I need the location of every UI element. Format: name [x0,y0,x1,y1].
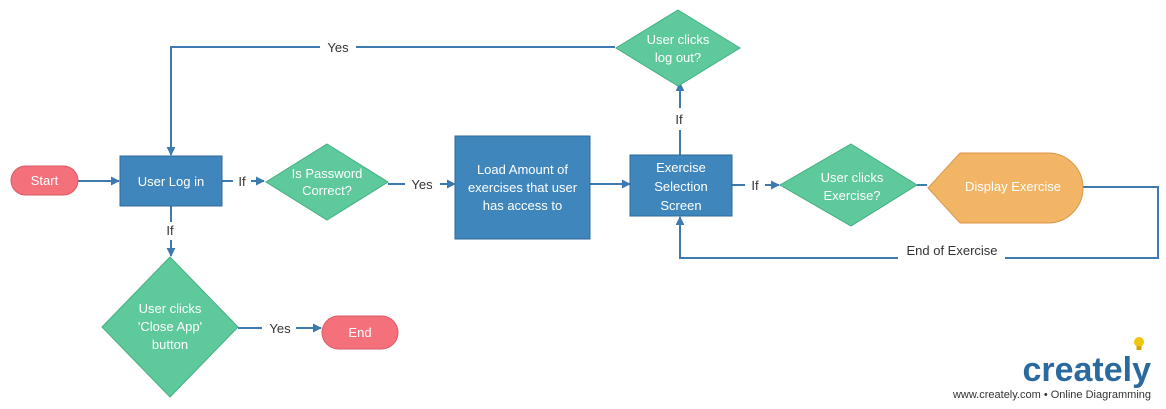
node-user-clicks-exercise[interactable]: User clicks Exercise? [779,143,918,227]
node-is-password-correct-line-1: Is Password [292,166,363,181]
node-user-clicks-exercise-line-2: Exercise? [823,188,880,203]
node-user-log-in[interactable]: User Log in [119,155,223,207]
node-start[interactable]: Start [10,165,79,196]
edge-label-if-login: If [238,174,246,189]
node-user-clicks-log-out-line-2: log out? [655,50,701,65]
node-exercise-selection-line-2: Selection [654,179,707,194]
node-exercise-selection-screen[interactable]: Exercise Selection Screen [629,154,733,217]
edge-label-yes-top: Yes [327,40,349,55]
node-exercise-selection-line-3: Screen [660,198,701,213]
node-close-app-line-2: 'Close App' [138,319,202,334]
lightbulb-icon [1134,337,1144,350]
node-end-label: End [348,325,371,340]
node-user-clicks-log-out[interactable]: User clicks log out? [615,9,741,87]
node-display-exercise[interactable]: Display Exercise [927,152,1084,224]
edge-display-to-selection [680,186,1159,259]
edge-label-end-of-exercise: End of Exercise [906,243,997,258]
node-load-amount-line-1: Load Amount of [477,162,568,177]
edge-label-if-login-down: If [166,223,174,238]
node-start-label: Start [31,173,59,188]
edge-label-if-selection-up: If [675,112,683,127]
node-load-amount-line-3: has access to [483,198,563,213]
node-exercise-selection-line-1: Exercise [656,160,706,175]
node-user-clicks-exercise-line-1: User clicks [821,170,884,185]
logo-text: creately [1022,351,1151,389]
edge-label-yes-password: Yes [411,177,433,192]
node-close-app-line-1: User clicks [139,301,202,316]
node-user-log-in-label: User Log in [138,174,204,189]
node-load-amount[interactable]: Load Amount of exercises that user has a… [454,135,591,240]
creately-logo: creately www.creately.com • Online Diagr… [952,337,1151,401]
node-close-app-line-3: button [152,337,188,352]
edge-label-yes-close: Yes [269,321,291,336]
edge-logout-to-login [171,46,615,155]
node-user-clicks-close-app[interactable]: User clicks 'Close App' button [101,256,239,398]
node-user-clicks-log-out-line-1: User clicks [647,32,710,47]
node-is-password-correct[interactable]: Is Password Correct? [265,143,389,221]
edge-label-if-selection-right: If [751,178,759,193]
logo-tagline: www.creately.com • Online Diagramming [952,389,1151,401]
node-end[interactable]: End [321,315,399,350]
node-is-password-correct-line-2: Correct? [302,183,352,198]
node-display-exercise-label: Display Exercise [965,179,1061,194]
node-load-amount-line-2: exercises that user [468,180,578,195]
